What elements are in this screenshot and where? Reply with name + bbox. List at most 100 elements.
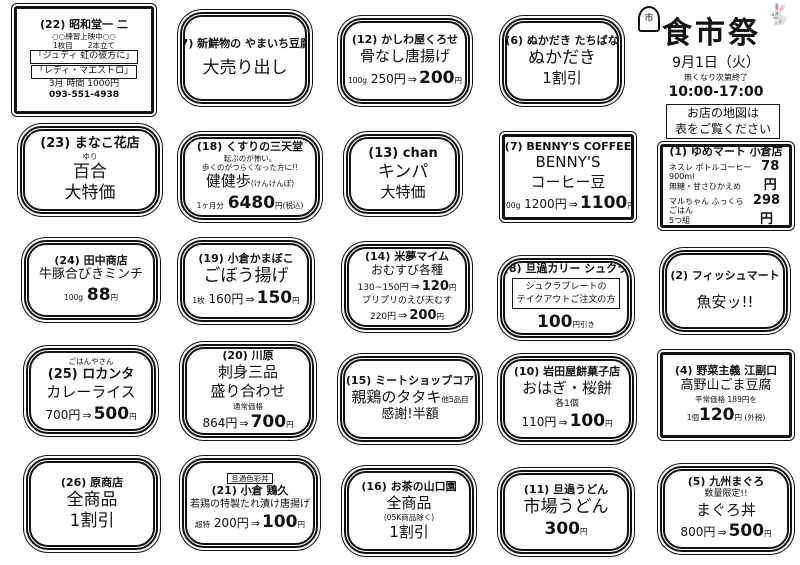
arrow-right-icon: ⇒ — [568, 198, 578, 212]
offer-text: 百合 — [73, 161, 107, 182]
shop-name: (17) 新鮮物の やまいち豆腐店 — [180, 36, 310, 50]
shop-card-22: (22) 昭和堂一 二 ○○練習上映中○○ 1枚目 2本立て 「ジュディ 虹の彼… — [14, 6, 154, 114]
shop-name: (5) 九州まぐろ — [687, 475, 765, 489]
shop-card-17: (17) 新鮮物の やまいち豆腐店 大売り出し — [180, 12, 310, 104]
offer-price: 220円⇒200円 — [369, 307, 445, 323]
offer-price: 100g 250円⇒200円 — [347, 67, 463, 88]
offer-text: キンパ — [377, 161, 429, 182]
offer-discount: 1割引 — [69, 510, 115, 531]
offer-text: ぬかだき — [528, 47, 596, 68]
shop-card-10: (10) 岩田屋餅菓子店 おはぎ・桜餅 各1個 110円⇒100円 — [500, 356, 634, 442]
offer-text: 健健歩(けんけんぽ) — [205, 172, 295, 191]
shop-name: (23) まなこ花店 — [40, 135, 140, 151]
shop-name: (1) ゆめマート 小倉店 — [669, 145, 783, 159]
shop-name: (11) 旦過うどん — [523, 483, 609, 497]
offer-text: 全商品 — [66, 489, 118, 510]
shop-name: (8) 旦過カリー シュクラ — [503, 262, 629, 276]
arrow-right-icon: ⇒ — [410, 279, 420, 293]
offer-text: おはぎ・桜餅 — [521, 379, 612, 398]
shop-name: (10) 岩田屋餅菓子店 — [513, 365, 621, 379]
phone-number: 093-551-4938 — [48, 90, 120, 101]
offer-price: 110円⇒100円 — [521, 411, 613, 432]
shop-name: (16) お茶の山口園 — [361, 479, 457, 493]
shop-card-19: (19) 小倉かまぼこ ごぼう揚げ 1枚 160円⇒150円 — [180, 240, 312, 322]
arrow-right-icon: ⇒ — [250, 517, 260, 531]
offer-price: 200g 1200円⇒1100円 — [502, 193, 634, 214]
page-title: 食市祭 — [662, 16, 761, 51]
shop-card-20: (20) 川原 刺身三品 盛り合わせ 通常価格 864円⇒700円 — [182, 344, 314, 438]
event-hours: 10:00-17:00 — [668, 84, 764, 100]
shop-name: (25) ロカンタ — [47, 366, 135, 382]
offer-price: 100g 88円 — [63, 285, 119, 306]
shop-name: (24) 田中商店 — [54, 253, 128, 267]
arrow-right-icon: ⇒ — [407, 72, 418, 86]
map-note: お店の地図は 表をご覧ください — [666, 104, 780, 140]
shop-card-21: 旦過色彩丼 (21) 小倉 鶏久 若鶏の特製たれ漬け唐揚げ 超特 200円⇒10… — [182, 458, 318, 548]
offer-price: 800円⇒500円 — [680, 521, 772, 542]
arrow-right-icon: ⇒ — [717, 526, 727, 540]
offer-text: まぐろ丼 — [695, 500, 756, 519]
arrow-right-icon: ⇒ — [82, 408, 92, 422]
offer-text: 全商品 — [386, 493, 432, 512]
offer-text: カレーライス — [46, 383, 136, 402]
offer-text: ごぼう揚げ — [203, 266, 289, 287]
offer-text: 親鶏のタタキ他5品目 — [351, 387, 469, 406]
shop-card-4: (4) 野菜主義 江副口 高野山ごま豆腐 平常価格 189円を 1個120円 (… — [660, 352, 792, 438]
offer-price: 1枚 160円⇒150円 — [192, 288, 300, 309]
shop-card-16: (16) お茶の山口園 全商品 (05K商品除く) 1割引 — [344, 468, 474, 554]
shop-card-6: (6) ぬかだき たちばな ぬかだき 1割引 — [502, 18, 622, 104]
shop-card-15: (15) ミートショップコア 親鶏のタタキ他5品目 感謝!半額 — [340, 356, 480, 442]
offer-text: おむすび各種 — [370, 263, 443, 278]
shop-name: (19) 小倉かまぼこ — [198, 252, 294, 266]
shop-name: (20) 川原 — [222, 348, 274, 362]
offer-text: 骨なし唐揚げ — [359, 47, 450, 66]
offer-price: 1個120円 (外税) — [686, 404, 766, 425]
shop-name: (7) BENNY'S COFFEE — [504, 139, 632, 153]
shop-name: (2) フィッシュマート — [670, 269, 780, 283]
shop-card-5: (5) 九州まぐろ 数量限定!! まぐろ丼 800円⇒500円 — [660, 466, 792, 552]
shop-name: (6) ぬかだき たちばな — [505, 33, 619, 47]
rabbit-icon: 🐇 — [766, 2, 791, 26]
shop-name: (13) chan — [368, 145, 438, 161]
offer-price: 864円⇒700円 — [202, 412, 294, 433]
shop-card-13: (13) chan キンパ 大特価 — [346, 134, 460, 214]
offer-price: 超特 200円⇒100円 — [195, 512, 305, 533]
offer-discount: 感謝!半額 — [381, 407, 439, 423]
market-logo-icon: 市 — [638, 6, 660, 32]
offer-text: 大売り出し — [202, 58, 288, 79]
arrow-right-icon: ⇒ — [245, 293, 255, 307]
shop-card-11: (11) 旦過うどん 市場うどん 300円 — [500, 470, 632, 554]
shop-name: (4) 野菜主義 江副口 — [674, 363, 778, 377]
offer-text: 魚安ッ!! — [696, 293, 754, 312]
offer-text: 市場うどん — [523, 497, 609, 518]
offer-discount: 100円引き — [537, 312, 595, 333]
arrow-right-icon: ⇒ — [398, 308, 408, 322]
event-date: 9月1日（火） — [672, 55, 760, 71]
date-note: 無くなり次第終了 — [684, 73, 748, 82]
shop-card-7: (7) BENNY'S COFFEE BENNY'S コーヒー豆 200g 12… — [502, 134, 634, 220]
shop-card-26: (26) 原商店 全商品 1割引 — [26, 458, 158, 550]
offer-text: コーヒー豆 — [530, 172, 606, 191]
offer-text: 高野山ごま豆腐 — [680, 377, 772, 393]
shop-card-12: (12) かしわ屋くろせ 骨なし唐揚げ 100g 250円⇒200円 — [340, 18, 470, 104]
arrow-right-icon: ⇒ — [558, 416, 568, 430]
shop-card-25: ごはんやさん (25) ロカンタ カレーライス 700円⇒500円 — [26, 348, 156, 434]
shop-name: (14) 米夢マイム — [365, 249, 449, 263]
shop-name: (21) 小倉 鶏久 — [211, 484, 289, 498]
shop-card-2: (2) フィッシュマート 魚安ッ!! — [662, 250, 788, 332]
offer-discount: 1割引 — [389, 522, 429, 541]
offer-text: 若鶏の特製たれ漬け唐揚げ — [190, 499, 310, 511]
offer-price: 700円⇒500円 — [45, 403, 137, 424]
shop-name: (12) かしわ屋くろせ — [351, 33, 459, 47]
offer-discount: 大特価 — [380, 183, 426, 201]
shop-name: (26) 原商店 — [60, 475, 124, 489]
shop-name: (22) 昭和堂一 二 — [39, 17, 129, 31]
offer-price: 300円 — [544, 519, 588, 540]
shop-card-23: (23) まなこ花店 ゆり 百合 大特価 — [20, 126, 160, 214]
shop-card-18: (18) くすりの三天堂 転ぶのが怖い。 歩くのがつらくなった方に!! 健健歩(… — [180, 134, 320, 220]
offer-price: 1ヶ月分 6480円(税込) — [196, 192, 304, 213]
arrow-right-icon: ⇒ — [239, 417, 249, 431]
